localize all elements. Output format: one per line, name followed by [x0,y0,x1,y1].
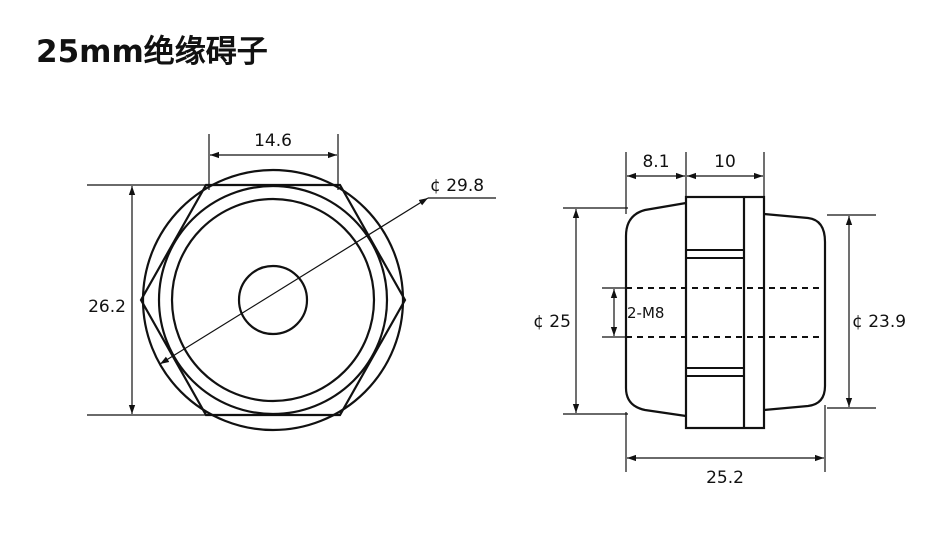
right-body-outline [763,212,827,412]
left-diameter-label: ¢ 25 [533,312,571,332]
height-label: 26.2 [88,297,126,317]
hexagon-outline [139,183,407,417]
left-body-outline [624,201,687,418]
hex-width-label: 10 [714,152,736,172]
diameter-leader-line [159,197,429,365]
width-label: 14.6 [254,131,292,151]
front-view: 14.6 26.2 ¢ 29.8 [87,131,496,432]
thread-label: 2-M8 [627,304,664,322]
outer-circle [141,168,405,432]
hex-block [684,195,766,430]
bore-circle [237,264,309,336]
page-title: 25mm绝缘碍子 [36,34,268,70]
inner-circle-1 [157,184,389,416]
right-diameter-label: ¢ 23.9 [852,312,906,332]
diameter-label: ¢ 29.8 [430,176,484,196]
total-length-label: 25.2 [706,468,744,488]
inner-circle-2 [170,197,376,403]
left-width-label: 8.1 [642,152,669,172]
side-view: 2-M8 8.1 10 ¢ 25 ¢ 23.9 25.2 [533,152,906,488]
